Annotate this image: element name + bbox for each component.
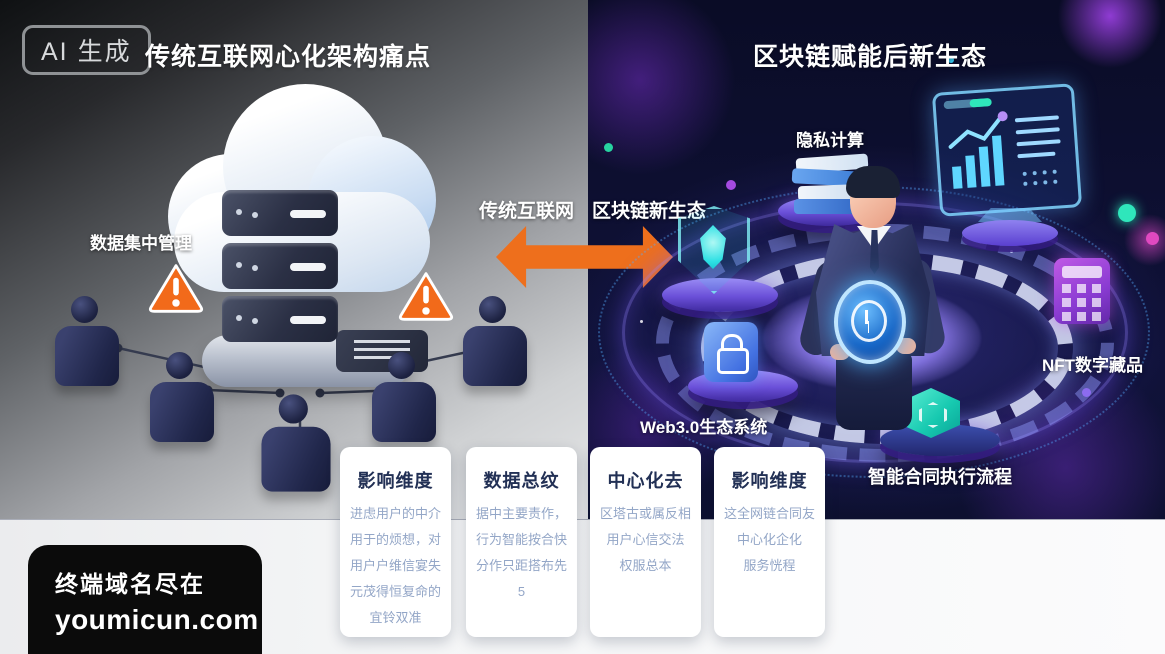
smart-contract-label: 智能合同执行流程: [868, 467, 1012, 487]
info-card: 中心化去 区塔古或属反相 用户心信交法 权服总本: [590, 447, 701, 637]
card-title: 中心化去: [607, 471, 684, 491]
card-title: 影响维度: [731, 471, 808, 491]
ai-generated-badge: AI 生成: [22, 25, 151, 75]
comparison-right-label: 区块链新生态: [592, 201, 707, 222]
server-rack-icon: [222, 190, 338, 349]
dashboard-monitor-icon: [931, 83, 1083, 217]
card-title: 数据总纹: [483, 471, 560, 491]
domain-promo-badge: 终端域名尽在 youmicun.com: [28, 545, 262, 654]
left-section-title: 传统互联网心化架构痛点: [145, 43, 432, 71]
warning-icon: [398, 272, 454, 321]
decor-dot-cyan: [948, 57, 954, 63]
warning-icon: [148, 264, 204, 313]
user-silhouette-icon: [463, 296, 527, 386]
comparison-left-label: 传统互联网: [479, 201, 575, 222]
decor-dot-teal: [1118, 204, 1136, 222]
monitor-pedestal: [962, 220, 1058, 246]
token-clock-icon: [834, 280, 906, 364]
data-central-label: 数据集中管理: [90, 234, 192, 253]
monitor-stand: [978, 208, 1042, 222]
user-silhouette-icon: [372, 352, 436, 442]
businessman-figure: [796, 166, 948, 438]
promo-domain: youmicun.com: [55, 604, 259, 635]
right-section-title: 区块链赋能后新生态: [753, 43, 988, 71]
info-card: 影响维度 这全网链合同友 中心化企化 服务恍程: [714, 447, 825, 637]
nft-label: NFT数字藏品: [1042, 356, 1144, 375]
promo-text: 终端域名尽在: [55, 571, 205, 597]
books-stack-icon: [791, 153, 871, 214]
data-device-icon: [1054, 258, 1110, 324]
decor-dot-green: [604, 143, 613, 152]
decor-dot-purple: [726, 180, 736, 190]
user-silhouette-icon: [55, 296, 119, 386]
user-silhouette-icon: [150, 352, 214, 442]
decor-dot-pink: [1146, 232, 1159, 245]
info-card: 影响维度 进虑用户的中介 用于的烦想，对 用户户维信宴失 元茂得恒复命的 宜铃双…: [340, 447, 451, 637]
card-title: 影响维度: [357, 471, 434, 491]
user-silhouette-icon: [261, 394, 331, 492]
privacy-label: 隐私计算: [796, 131, 864, 150]
info-card: 数据总纹 据中主要责作， 行为智能按合快 分作只距搭布先 5: [466, 447, 577, 637]
web3-label: Web3.0生态系统: [640, 418, 768, 437]
padlock-icon: [704, 322, 758, 382]
